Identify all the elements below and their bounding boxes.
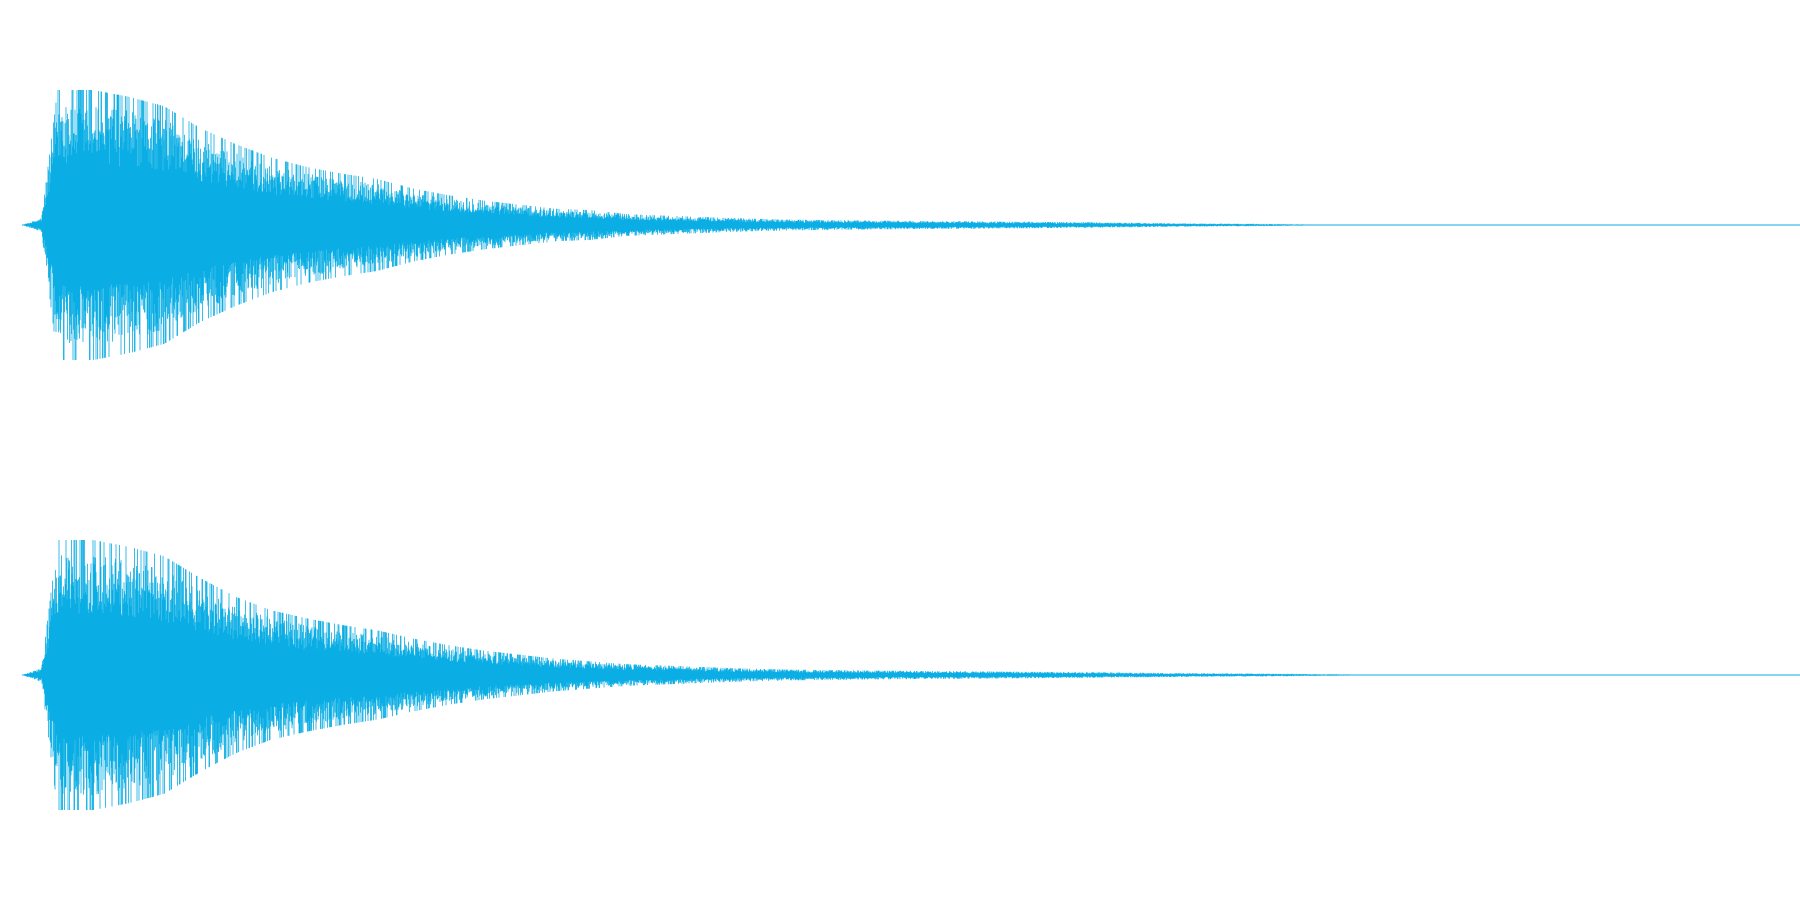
channel-2-waveform [22, 540, 1402, 810]
channels-group [22, 90, 1800, 810]
channel-1 [22, 90, 1800, 360]
channel-1-waveform [22, 90, 1350, 360]
channel-2 [22, 540, 1800, 810]
